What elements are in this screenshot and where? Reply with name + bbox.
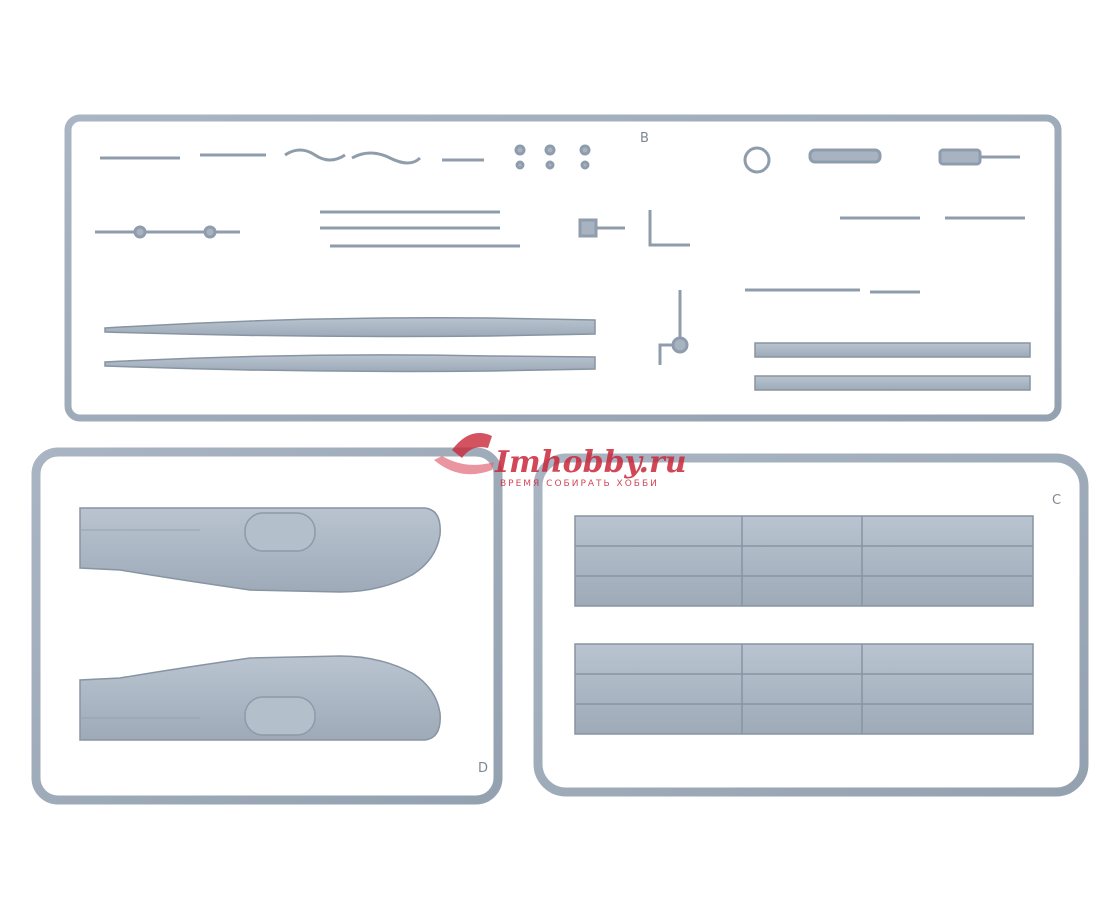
- sprue-d-body-parts: [79, 507, 441, 741]
- sprue-c: [533, 453, 1089, 797]
- sprue-letter-d: D: [478, 761, 488, 776]
- watermark-subtitle: ВРЕМЯ СОБИРАТЬ ХОББИ: [500, 479, 659, 489]
- sprue-b-chassis-rails: [104, 316, 1031, 391]
- sprue-c-bed-panels: [574, 515, 1034, 735]
- sprue-letter-b: B: [640, 131, 649, 146]
- sprue-d: [31, 447, 503, 805]
- watermark-title: Imhobby.ru: [494, 445, 687, 480]
- sprue-b-parts: [95, 144, 1025, 365]
- watermark-logo: [434, 433, 494, 475]
- sprue-letter-c: C: [1052, 493, 1061, 508]
- sprue-b: [64, 114, 1062, 422]
